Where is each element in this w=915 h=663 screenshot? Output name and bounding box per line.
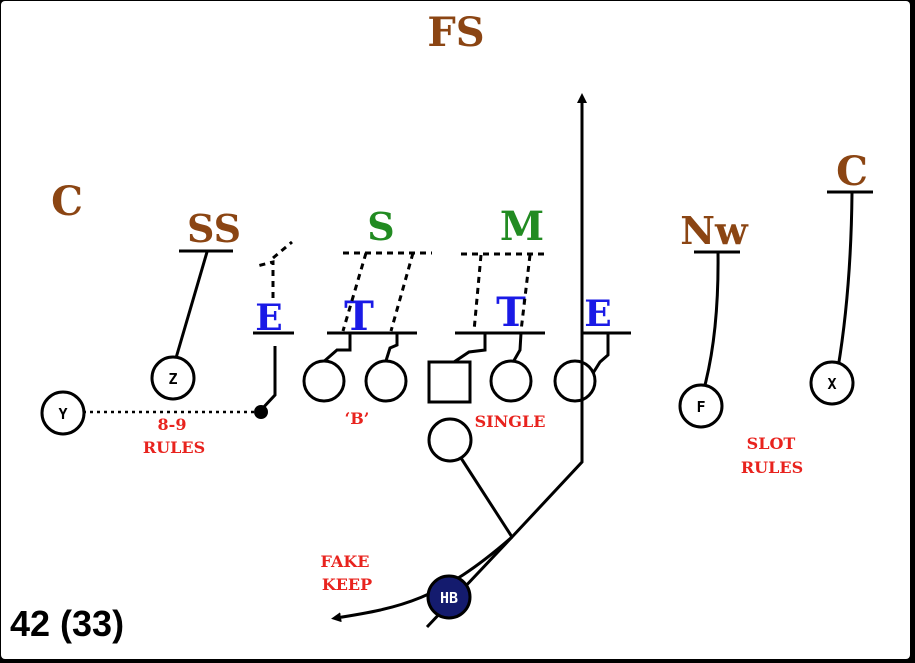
t-right-label: T xyxy=(496,289,526,336)
x-player: X xyxy=(809,360,855,406)
defender-paths xyxy=(174,192,854,386)
nw-path xyxy=(703,251,720,386)
hb-dive-path xyxy=(425,93,587,629)
rules-number-note: 8-9 xyxy=(158,415,187,434)
y-motion-end xyxy=(254,405,268,419)
c-left-label: C xyxy=(51,178,83,225)
s-read-2 xyxy=(389,252,415,332)
c-right-label: C xyxy=(836,148,868,195)
single-note: SINGLE xyxy=(475,412,546,431)
ss-path xyxy=(174,251,209,359)
ss-label: SS xyxy=(187,206,241,251)
left-tackle xyxy=(302,359,346,403)
right-guard xyxy=(489,359,533,403)
center xyxy=(427,360,472,404)
skill-players: Z Y F X HB xyxy=(40,355,855,620)
left-guard xyxy=(364,359,408,403)
nw-label: Nw xyxy=(680,208,749,253)
m-read-2 xyxy=(519,254,532,332)
slot-note: SLOT xyxy=(747,434,796,453)
fs-label: FS xyxy=(427,9,484,56)
e-right-label: E xyxy=(584,293,611,335)
hb-label: HB xyxy=(440,589,458,607)
z-label: Z xyxy=(168,370,177,388)
c-block xyxy=(450,333,487,366)
m-label: M xyxy=(500,203,544,250)
lt-block xyxy=(320,333,352,366)
rg-block xyxy=(510,332,523,365)
linebacker-reads xyxy=(256,240,549,332)
s-label: S xyxy=(367,204,394,249)
lg-block xyxy=(383,333,399,365)
b-note: ‘B’ xyxy=(345,409,370,428)
y-label: Y xyxy=(58,405,67,423)
line-blocks xyxy=(259,332,610,412)
s-read-1 xyxy=(341,252,368,332)
m-read-1 xyxy=(472,254,483,332)
right-tackle xyxy=(553,359,597,403)
keep-note: KEEP xyxy=(322,575,372,594)
fake-keep-path xyxy=(331,535,513,623)
rules-note: RULES xyxy=(143,438,205,457)
z-player: Z xyxy=(150,355,196,401)
y-block-end xyxy=(259,346,277,412)
f-label: F xyxy=(696,398,705,416)
annotations: 8-9 RULES ‘B’ SINGLE SLOT RULES FAKE KEE… xyxy=(143,409,803,594)
hb-player: HB xyxy=(426,574,472,620)
rt-block xyxy=(588,333,610,379)
y-player: Y xyxy=(40,390,86,436)
e-left-read xyxy=(256,240,293,298)
defender-bars xyxy=(179,190,873,335)
c-right-path xyxy=(836,192,854,369)
fake-note: FAKE xyxy=(321,552,370,571)
x-label: X xyxy=(827,375,836,393)
quarterback xyxy=(427,417,473,463)
f-player: F xyxy=(678,383,724,429)
backfield-action xyxy=(331,93,587,629)
slot-rules-note: RULES xyxy=(741,458,803,477)
play-name: 42 (33) xyxy=(10,603,124,644)
offensive-line xyxy=(302,359,597,463)
qb-mesh-line xyxy=(459,457,514,538)
